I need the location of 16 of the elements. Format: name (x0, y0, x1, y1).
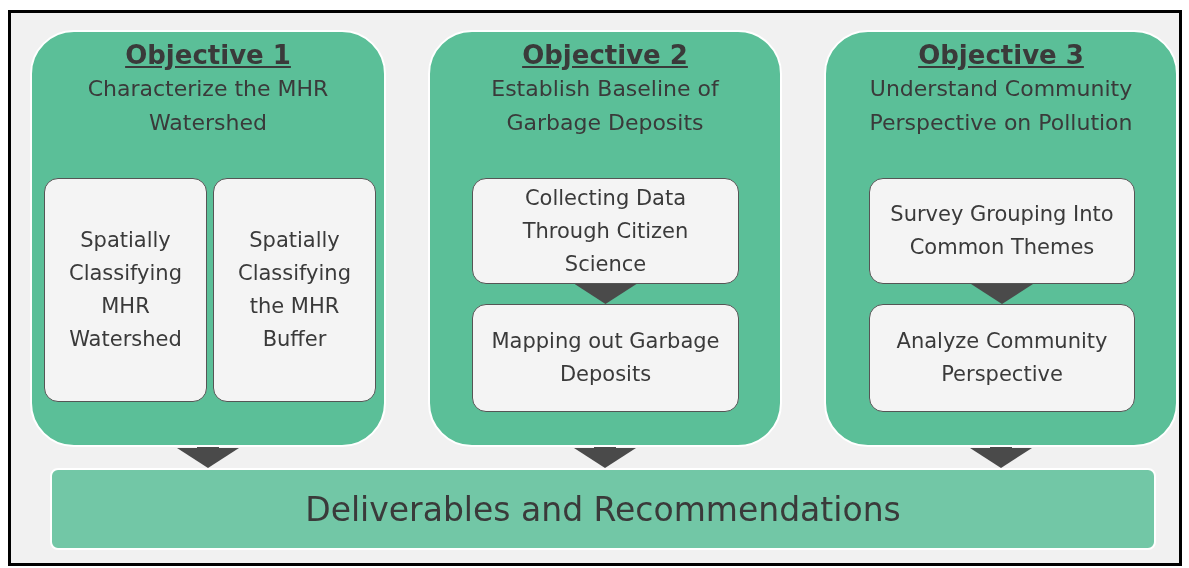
step-box: Analyze Community Perspective (869, 304, 1135, 412)
objective-panel (30, 30, 386, 447)
deliverables-bar: Deliverables and Recommendations (50, 468, 1156, 550)
objective-description: Understand Community Perspective on Pollution (868, 75, 1134, 137)
step-box: Spatially Classifying MHR Watershed (44, 178, 207, 402)
objective-heading: Objective 1 (125, 39, 291, 72)
step-box: Survey Grouping Into Common Themes (869, 178, 1135, 284)
objective-panel (428, 30, 782, 447)
objective-panel (824, 30, 1178, 447)
objective-description: Establish Baseline of Garbage Deposits (490, 75, 721, 137)
objective-description: Characterize the MHR Watershed (86, 75, 330, 137)
step-box: Spatially Classifying the MHR Buffer (213, 178, 376, 402)
objective-heading: Objective 3 (918, 39, 1084, 72)
objective-heading: Objective 2 (522, 39, 688, 72)
step-box: Mapping out Garbage Deposits (472, 304, 739, 412)
step-box: Collecting Data Through Citizen Science (472, 178, 739, 284)
